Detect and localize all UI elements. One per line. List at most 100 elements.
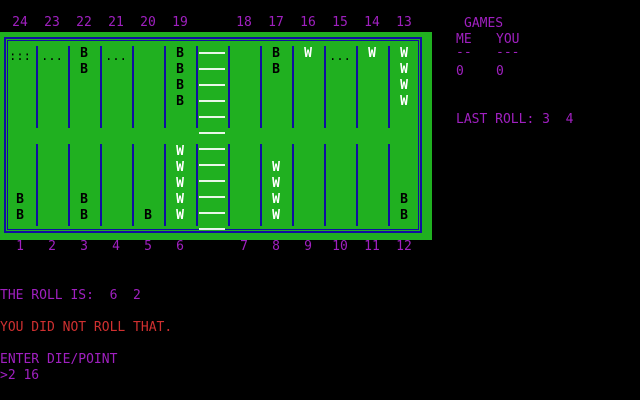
point-divider [36,46,38,128]
point-label-1: 1 [16,239,24,254]
checker-white-point-6: W [176,208,184,223]
point-divider [196,46,198,128]
point-divider [260,46,262,128]
point-label-13: 13 [396,15,412,30]
command-input[interactable]: >2 16 [0,368,40,383]
roll-is-text: THE ROLL IS: 6 2 [0,288,141,303]
checker-white-point-6: W [176,160,184,175]
point-label-9: 9 [304,239,312,254]
bar-stripe [199,116,225,118]
checker-black-point-22: B [80,46,88,61]
you-label: YOU [496,32,520,47]
point-label-14: 14 [364,15,380,30]
point-divider [100,46,102,128]
point-label-19: 19 [172,15,188,30]
checker-white-point-8: W [272,208,280,223]
point-label-11: 11 [364,239,380,254]
checker-black-point-12: B [400,192,408,207]
point-label-8: 8 [272,239,280,254]
point-divider [132,46,134,128]
point-label-3: 3 [80,239,88,254]
point-24-dots: ::: [9,49,31,63]
point-21-dots: ... [105,49,127,63]
you-underline: --- [496,45,520,60]
checker-white-point-8: W [272,160,280,175]
point-label-15: 15 [332,15,348,30]
bar-stripe [199,148,225,150]
point-label-5: 5 [144,239,152,254]
checker-black-point-5: B [144,208,152,223]
checker-white-point-8: W [272,176,280,191]
point-divider [260,144,262,226]
point-divider [100,144,102,226]
checker-black-point-12: B [400,208,408,223]
error-message: YOU DID NOT ROLL THAT. [0,320,173,335]
point-divider [132,144,134,226]
checker-black-point-19: B [176,94,184,109]
bar-stripe [199,180,225,182]
checker-black-point-1: B [16,192,24,207]
me-score: 0 [456,64,464,79]
bar-stripe [199,132,225,134]
point-divider [164,144,166,226]
point-label-2: 2 [48,239,56,254]
checker-black-point-3: B [80,192,88,207]
checker-white-point-14: W [368,46,376,61]
bar-stripe [199,52,225,54]
bar-stripe [199,212,225,214]
point-divider [164,46,166,128]
point-divider [388,144,390,226]
prompt-text: ENTER DIE/POINT [0,352,118,367]
point-divider [324,144,326,226]
point-label-7: 7 [240,239,248,254]
checker-black-point-19: B [176,46,184,61]
point-15-dots: ... [329,49,351,63]
checker-black-point-22: B [80,62,88,77]
point-label-20: 20 [140,15,156,30]
checker-white-point-8: W [272,192,280,207]
point-label-17: 17 [268,15,284,30]
checker-black-point-19: B [176,62,184,77]
checker-black-point-17: B [272,46,280,61]
point-label-24: 24 [12,15,28,30]
me-underline: -- [456,45,472,60]
last-roll: LAST ROLL: 3 4 [456,112,574,127]
bar-stripe [199,164,225,166]
bar-stripe [199,196,225,198]
board-border-outer [4,37,422,233]
checker-white-point-13: W [400,78,408,93]
point-label-12: 12 [396,239,412,254]
point-divider [68,46,70,128]
you-score: 0 [496,64,504,79]
checker-white-point-13: W [400,94,408,109]
checker-white-point-16: W [304,46,312,61]
point-label-23: 23 [44,15,60,30]
checker-white-point-13: W [400,62,408,77]
checker-black-point-19: B [176,78,184,93]
point-divider [356,144,358,226]
games-title: GAMES [464,16,504,31]
point-label-6: 6 [176,239,184,254]
point-divider [228,46,230,128]
point-divider [292,144,294,226]
point-label-22: 22 [76,15,92,30]
me-label: ME [456,32,472,47]
point-divider [292,46,294,128]
point-divider [356,46,358,128]
point-divider [68,144,70,226]
point-divider [228,144,230,226]
checker-white-point-6: W [176,192,184,207]
checker-white-point-6: W [176,144,184,159]
point-label-4: 4 [112,239,120,254]
point-label-21: 21 [108,15,124,30]
point-label-10: 10 [332,239,348,254]
point-label-16: 16 [300,15,316,30]
point-23-dots: ... [41,49,63,63]
bar-stripe [199,84,225,86]
point-divider [388,46,390,128]
checker-black-point-3: B [80,208,88,223]
checker-black-point-1: B [16,208,24,223]
checker-white-point-6: W [176,176,184,191]
bar-stripe [199,68,225,70]
